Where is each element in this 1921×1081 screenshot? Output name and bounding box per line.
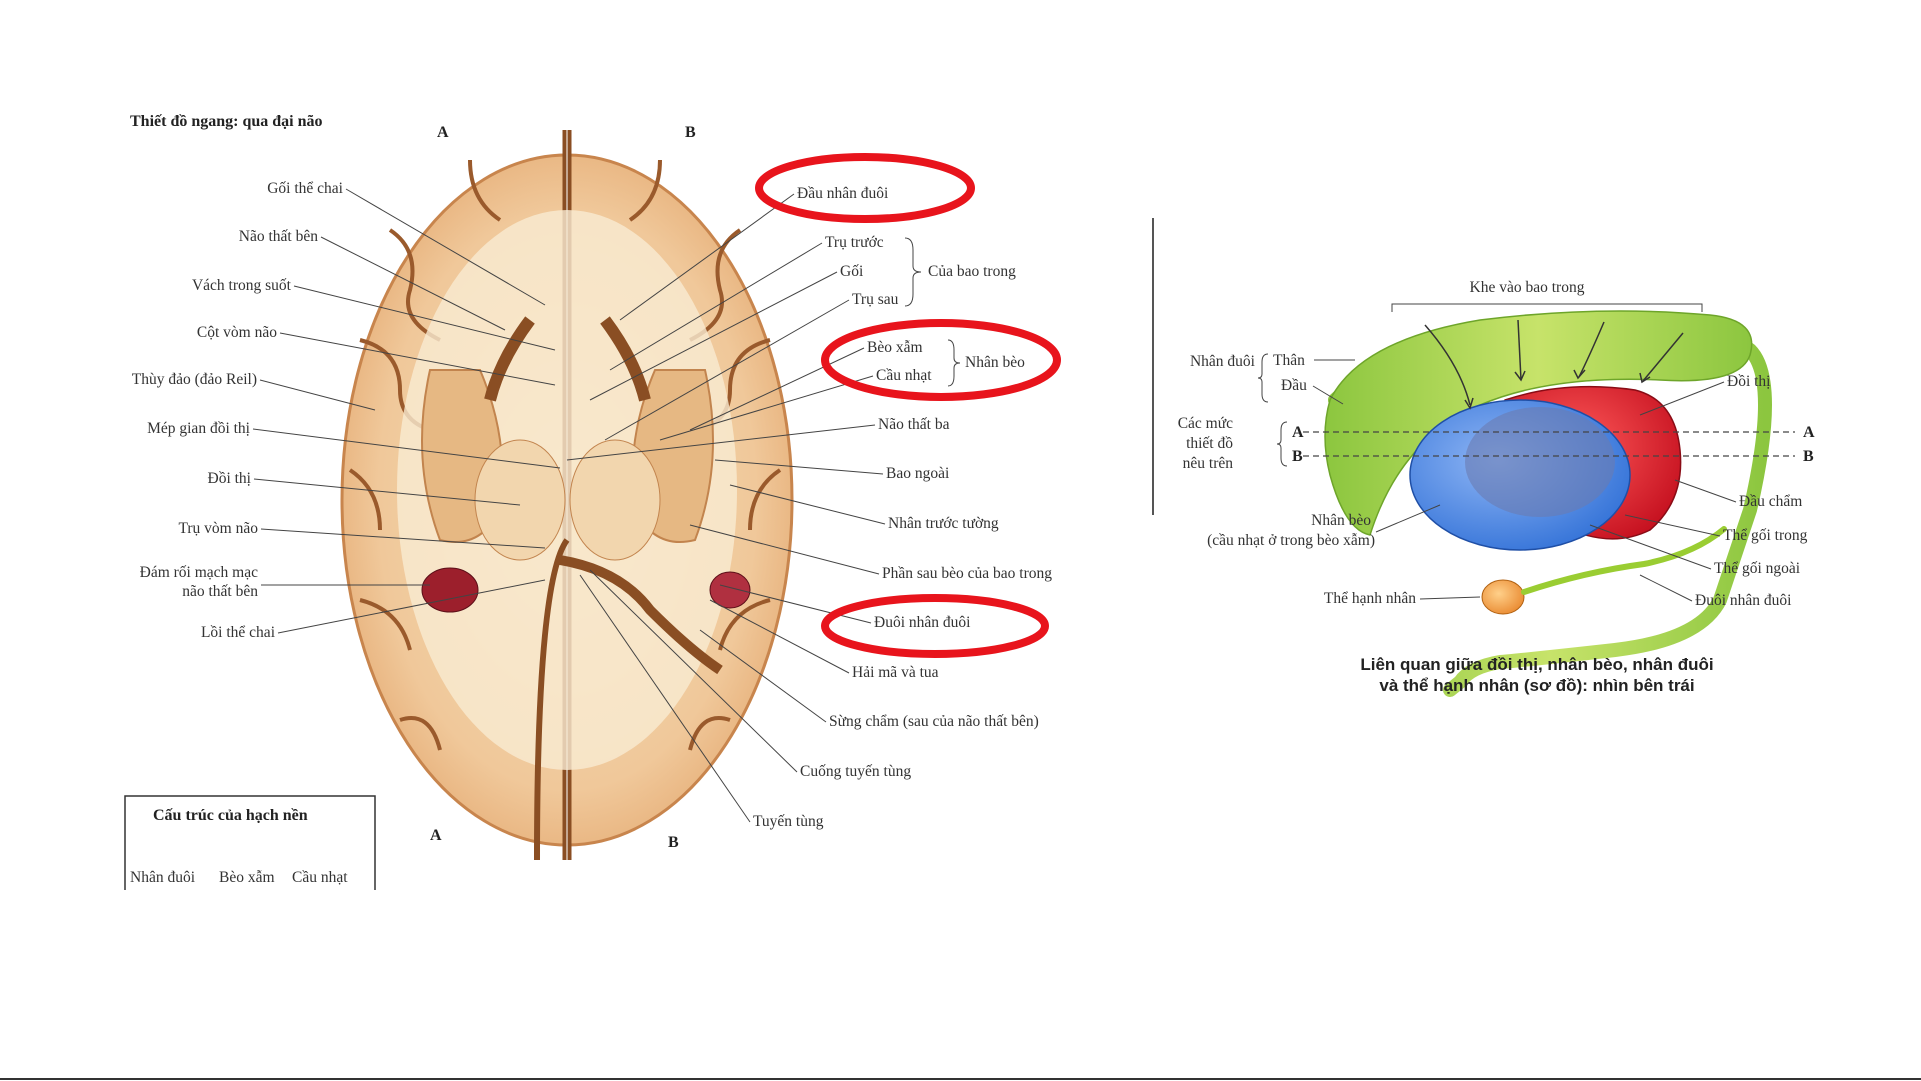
label-nhan-truoc-tuong: Nhân trước tường	[888, 515, 999, 532]
label-tru-sau: Trụ sau	[852, 291, 899, 308]
legend-title: Cấu trúc của hạch nền	[153, 807, 308, 824]
bottom-rule	[0, 1078, 1921, 1080]
legend-item-beo-xam: Bèo xẫm	[219, 869, 275, 886]
label-nhan-beo: Nhân bèo	[965, 354, 1025, 371]
label-beo-xam: Bèo xẫm	[867, 339, 923, 356]
highlight-marks	[755, 153, 1061, 658]
label-loi-the-chai: Lồi thể chai	[201, 624, 276, 641]
label-mep-gian-doi-thi: Mép gian đồi thị	[147, 420, 251, 437]
label-cuong-tuyen-tung: Cuống tuyến tùng	[800, 763, 911, 780]
label-cau-nhat: Cầu nhạt	[876, 367, 932, 384]
label-tuyen-tung: Tuyến tùng	[753, 813, 824, 830]
level-b-left: B	[1292, 448, 1303, 465]
label-tru-vom-nao: Trụ vòm não	[178, 520, 258, 537]
right-labels: Đầu nhân đuôi Trụ trước Gối Trụ sau Của …	[566, 185, 1052, 830]
label-dau-cham: Đầu chẩm	[1739, 493, 1802, 510]
label-thuy-dao: Thùy đảo (đảo Reil)	[132, 371, 257, 388]
choroid-plexus-right	[709, 571, 751, 609]
caption-line-1: Liên quan giữa đồi thị, nhân bèo, nhân đ…	[1360, 655, 1713, 674]
label-doi-thi-right: Đồi thị	[1727, 373, 1771, 390]
level-lines	[1303, 431, 1795, 457]
label-nao-that-ben-2: não thất bên	[182, 583, 258, 600]
label-the-goi-ngoai: Thể gối ngoài	[1714, 560, 1801, 577]
left-figure-title: Thiết đồ ngang: qua đại não	[130, 113, 323, 130]
label-cot-vom-nao: Cột vòm não	[197, 324, 277, 341]
label-bao-ngoai: Bao ngoài	[886, 465, 950, 482]
level-a-right: A	[1803, 424, 1815, 441]
caudate-body-shape	[1324, 310, 1753, 536]
highlight-dau-nhan-duoi	[755, 153, 975, 223]
level-a-left: A	[1292, 424, 1304, 441]
label-hai-ma-va-tua: Hải mã và tua	[852, 664, 939, 681]
label-tru-truoc: Trụ trước	[825, 234, 884, 251]
cut-mark-top-a: A	[437, 124, 449, 141]
label-dam-roi-mach-mac: Đám rối mạch mạc	[140, 564, 258, 581]
label-nao-that-ba: Não thất ba	[878, 416, 950, 433]
cut-mark-bottom-b: B	[668, 834, 679, 851]
label-phan-sau-beo: Phần sau bèo của bao trong	[882, 565, 1052, 582]
label-sung-cham: Sừng chẩm (sau của não thất bên)	[829, 713, 1039, 730]
choroid-plexus-left	[421, 567, 479, 613]
cut-mark-top-b: B	[685, 124, 696, 141]
label-duoi-nhan-duoi-right: Đuôi nhân đuôi	[1695, 592, 1792, 609]
label-duoi-nhan-duoi: Đuôi nhân đuôi	[874, 614, 971, 631]
label-cac-muc: Các mức	[1178, 415, 1233, 432]
basal-ganglia	[421, 316, 714, 561]
label-neu-tren: nêu trên	[1183, 455, 1234, 472]
label-cua-bao-trong: Của bao trong	[928, 263, 1016, 280]
label-nao-that-ben: Não thất bên	[239, 228, 318, 245]
label-cau-nhat-trong-beo-xam: (cầu nhạt ở trong bèo xẫm)	[1207, 532, 1375, 549]
label-nhan-beo-right: Nhân bèo	[1311, 512, 1371, 529]
capsule-arrows	[1424, 319, 1684, 410]
label-vach-trong-suot: Vách trong suốt	[192, 277, 292, 294]
label-goi: Gối	[840, 263, 864, 280]
label-dau: Đầu	[1281, 377, 1307, 394]
globus-pallidus-shape	[1465, 407, 1615, 517]
label-the-goi-trong: Thể gối trong	[1723, 527, 1808, 544]
brain-horizontal-section: Thiết đồ ngang: qua đại não	[124, 113, 1061, 890]
label-khe-vao-bao-trong: Khe vào bao trong	[1470, 279, 1585, 296]
legend-item-nhan-duoi: Nhân đuôi	[130, 869, 196, 886]
label-goi-the-chai: Gối thể chai	[267, 180, 343, 197]
label-doi-thi: Đồi thị	[208, 470, 252, 487]
basal-ganglia-schematic: Khe vào bao trong A B Nhân đuôi Thân	[1152, 218, 1815, 697]
label-dau-nhan-duoi: Đầu nhân đuôi	[797, 185, 889, 202]
highlight-nhan-beo	[821, 319, 1061, 401]
label-thiet-do: thiết đồ	[1186, 435, 1233, 452]
label-than: Thân	[1273, 352, 1305, 369]
legend-item-cau-nhat: Cầu nhạt	[292, 869, 348, 886]
cut-mark-bottom-a: A	[430, 827, 442, 844]
amygdala-shape	[1481, 579, 1525, 615]
left-labels: Gối thể chai Não thất bên Vách trong suố…	[132, 180, 561, 641]
legend-box: Cấu trúc của hạch nền Nhân đuôi Bèo xẫm …	[124, 795, 376, 890]
label-the-hanh-nhan: Thể hạnh nhân	[1324, 590, 1416, 607]
level-b-right: B	[1803, 448, 1814, 465]
label-nhan-duoi: Nhân đuôi	[1190, 353, 1256, 370]
caption-line-2: và thể hạnh nhân (sơ đồ): nhìn bên trái	[1379, 676, 1694, 695]
highlight-duoi-nhan-duoi	[821, 594, 1049, 658]
